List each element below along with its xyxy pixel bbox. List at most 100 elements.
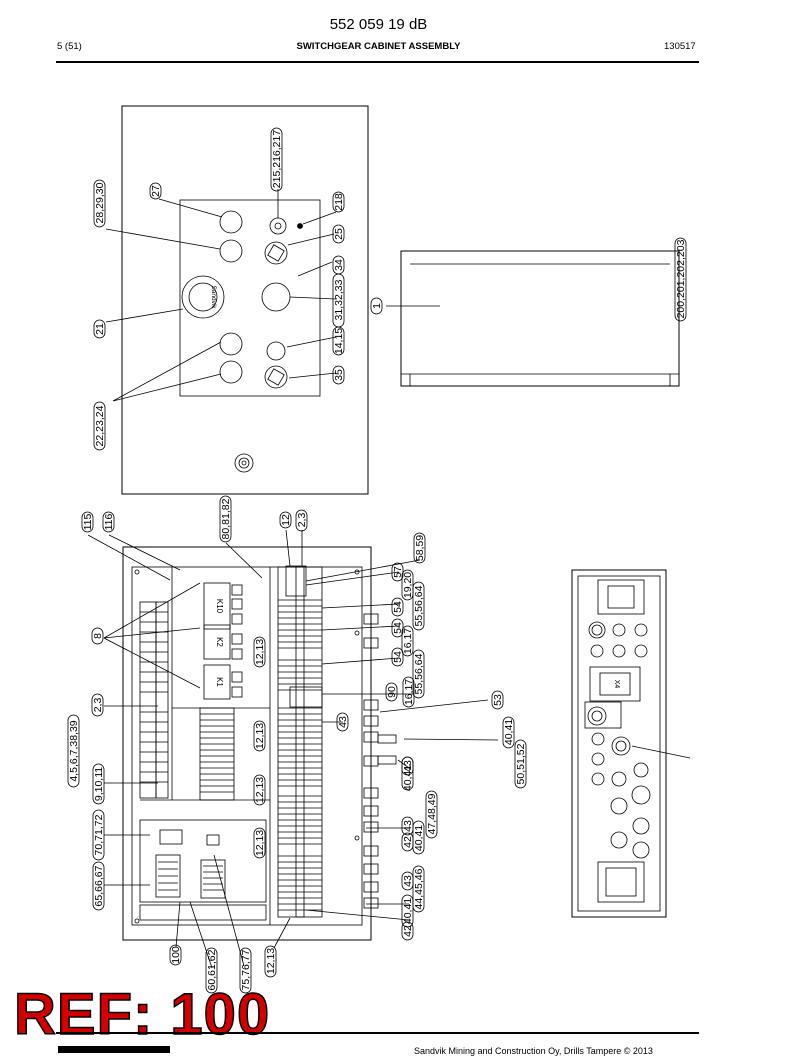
callout-65: 65,66,67	[93, 865, 105, 906]
relay-k1: K1	[203, 664, 231, 700]
callout-12-13-d: 12,13	[254, 830, 266, 856]
callout-27: 27	[150, 185, 162, 197]
callout-34: 34	[333, 259, 345, 271]
relay-k10: K10	[203, 582, 231, 630]
callout-215: 215,216,217	[271, 130, 283, 189]
callout-218: 218	[333, 193, 345, 211]
callout-labels: 215,216,217 27 28,29,30 218 25 34 31,32,…	[68, 130, 687, 991]
callout-75: 75,76,77	[240, 949, 252, 990]
main-terminal-strip	[277, 565, 323, 918]
push-button-23	[219, 360, 243, 384]
callout-28: 28,29,30	[94, 182, 106, 223]
callout-22: 22,23,24	[94, 405, 106, 446]
callout-43-b: 43	[402, 760, 414, 772]
button-14	[266, 341, 286, 361]
cabinet-door: Sandvik	[105, 105, 369, 495]
svg-text:K2: K2	[215, 637, 224, 647]
control-panel-plate	[179, 199, 321, 397]
callout-47: 47,48,49	[426, 793, 438, 834]
callout-42-a: 42	[402, 836, 414, 848]
knob-brand-label: Sandvik	[210, 285, 217, 309]
indicator-lamp-27	[219, 210, 243, 234]
cabinet-interior: K10 K2 K1	[87, 529, 499, 969]
connector-top	[597, 579, 645, 615]
connector-bottom	[597, 861, 645, 903]
callout-21: 21	[94, 323, 106, 335]
callout-115: 115	[82, 513, 94, 530]
hour-meter-31	[261, 282, 291, 312]
socket-215	[269, 217, 287, 235]
callout-116: 116	[103, 513, 115, 530]
door-lock	[234, 453, 254, 473]
connector-round	[587, 706, 607, 726]
footer-copyright: Sandvik Mining and Construction Oy, Dril…	[414, 1046, 653, 1056]
emergency-stop-knob	[181, 275, 225, 319]
cable-glands	[363, 613, 397, 909]
callout-200: 200,201,202,203	[675, 239, 687, 318]
reference-watermark: REF: 100	[13, 982, 271, 1047]
callout-12-13-b: 12,13	[254, 723, 266, 749]
callout-2-3-top: 2,3	[296, 513, 308, 528]
callout-9-10-11: 9,10,11	[93, 767, 105, 801]
page-title: SWITCHGEAR CABINET ASSEMBLY	[296, 41, 461, 52]
callout-55-a: 55,56,64	[413, 585, 425, 626]
callout-1: 1	[371, 303, 383, 309]
indicator-lamp-28	[219, 239, 243, 263]
cover-panel	[386, 250, 680, 387]
relay-terminal-block	[172, 707, 270, 801]
callout-40-41-c: 40,41	[413, 825, 425, 851]
callout-4-5-6-7: 4,5,6,7,38,39	[68, 720, 80, 781]
callout-90: 90	[386, 686, 398, 698]
revision-date: 130517	[664, 41, 696, 52]
callout-12-13-a: 12,13	[254, 639, 266, 665]
side-connector-panel: X4	[571, 569, 691, 918]
callout-54-c: 54	[392, 651, 404, 663]
callout-42-b: 42	[402, 925, 414, 937]
callout-80: 80,81,82	[220, 498, 232, 539]
fuse-column	[139, 601, 169, 799]
callout-2-3-left: 2,3	[92, 698, 104, 713]
callout-19: 19,20	[402, 572, 414, 598]
relay-sockets	[231, 584, 243, 698]
callout-53: 53	[492, 694, 504, 706]
callout-31: 31,32,33	[333, 279, 345, 320]
callout-12: 12	[280, 514, 292, 526]
callout-25: 25	[333, 228, 345, 240]
callout-35: 35	[333, 369, 345, 381]
control-module	[139, 819, 267, 921]
callout-40-41-d: 40,41	[402, 898, 414, 924]
svg-text:X4: X4	[613, 680, 620, 689]
callout-54-a: 54	[392, 601, 404, 613]
callout-40-41-a: 40,41	[503, 719, 515, 745]
document-number: 552 059 19 dB	[329, 16, 428, 33]
callout-70: 70,71,72	[93, 814, 105, 855]
callout-12-13-c: 12,13	[254, 777, 266, 803]
callout-43-d: 43	[402, 875, 414, 887]
callout-16-b: 16,17	[403, 679, 415, 705]
callout-57: 57	[392, 566, 404, 578]
callout-40-41-b: 40,41	[402, 765, 414, 791]
relay-k2: K2	[203, 624, 231, 660]
selector-switch-25	[264, 241, 288, 265]
callout-44: 44,45,46	[413, 868, 425, 909]
connector-x4	[589, 666, 641, 702]
callout-balloons	[67, 127, 687, 994]
page-number: 5 (51)	[57, 41, 82, 52]
svg-text:K1: K1	[215, 677, 224, 687]
selector-switch-35	[264, 365, 288, 389]
company-logo	[58, 1046, 170, 1053]
callout-54-b: 54	[392, 622, 404, 634]
leader-lines	[87, 529, 499, 969]
header-rule	[56, 61, 699, 63]
callout-16-a: 16,17	[402, 628, 414, 654]
svg-text:K10: K10	[215, 599, 224, 614]
callout-58: 58,59	[414, 535, 426, 561]
callout-100: 100	[170, 946, 182, 964]
callout-8: 8	[92, 633, 104, 639]
callout-43-c: 43	[402, 820, 414, 832]
callout-50: 50,51,52	[515, 743, 527, 784]
footer-rule	[56, 1032, 699, 1034]
callout-55-b: 55,56,64	[413, 653, 425, 694]
push-button-22	[219, 332, 243, 356]
